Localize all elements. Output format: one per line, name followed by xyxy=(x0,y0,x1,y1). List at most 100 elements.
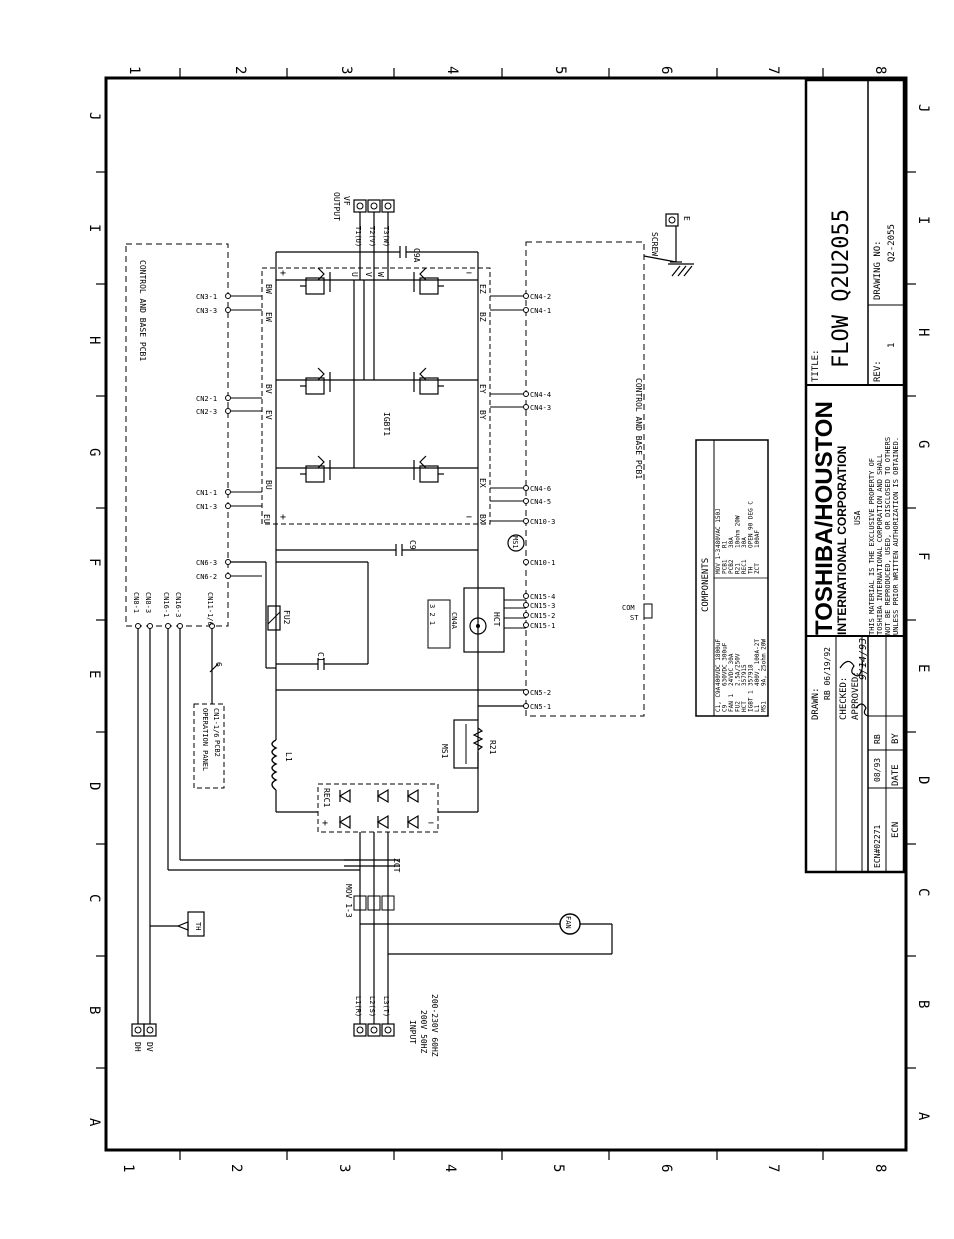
zone-row-left-F: F xyxy=(86,558,102,566)
connector-label-right: CN5-1 xyxy=(530,703,551,711)
title-label: TITLE: xyxy=(811,349,821,382)
connector-pin-left xyxy=(225,503,231,509)
by-header: BY xyxy=(891,733,901,744)
drawing-no-value: Q2-2055 xyxy=(887,224,897,262)
ground-label: E xyxy=(682,216,691,221)
output-sub: VF xyxy=(342,196,351,206)
fuse-fu2-icon xyxy=(267,605,281,631)
component-ref: FAN 1 xyxy=(728,694,735,712)
connector-pin-bottom xyxy=(177,623,183,629)
component-ref: R21 xyxy=(735,563,742,574)
connector-pin-right xyxy=(523,612,529,618)
component-value: 10ohm 20W xyxy=(735,515,742,548)
component-ref: L1 xyxy=(754,704,761,712)
zone-col-top-4: 4 xyxy=(444,66,460,74)
connector-label-left: CN3-3 xyxy=(196,307,217,315)
connector-label-right: CN4-3 xyxy=(530,404,551,412)
notice-line-3: NOT BE REPRODUCED, USED, OR DISCLOSED TO… xyxy=(884,437,892,635)
input-term-l1: L1(R) xyxy=(354,996,362,1017)
component-value: 100AF xyxy=(754,530,761,548)
component-ref: C1, C9A xyxy=(715,686,722,712)
connector-label-right: CN10-1 xyxy=(530,559,555,567)
pin-bz: BZ xyxy=(478,312,487,322)
connector-pin-right xyxy=(523,593,529,599)
connector-pin-left xyxy=(225,573,231,579)
connector-pin-bottom xyxy=(165,623,171,629)
pin-bv: BV xyxy=(264,384,273,394)
company-division: INTERNATIONAL CORPORATION xyxy=(835,446,849,635)
connector-label-right: CN15-3 xyxy=(530,602,555,610)
connector-label-right: CN4-2 xyxy=(530,293,551,301)
date-header: DATE xyxy=(891,764,901,786)
rec-minus: − xyxy=(428,818,434,829)
component-ref: MOV 1-3 xyxy=(715,548,722,574)
components-heading: COMPONENTS xyxy=(701,558,711,612)
ms1-label: MS1 xyxy=(440,744,449,759)
ms1-coil-label: MS1 xyxy=(511,536,519,549)
component-ref: FU2 xyxy=(735,701,742,712)
connector-label-right: CN4-1 xyxy=(530,307,551,315)
connector-label-left: CN3-1 xyxy=(196,293,217,301)
title-block: TOSHIBA/HOUSTON INTERNATIONAL CORPORATIO… xyxy=(804,78,906,874)
checked-label: CHECKED: xyxy=(839,677,849,720)
notice-line-4: UNLESS PRIOR WRITTEN AUTHORIZATION IS OB… xyxy=(892,437,900,635)
zone-row-left-E: E xyxy=(86,670,102,678)
igbt-internal-wiring xyxy=(275,274,479,522)
drawing-no-label: DRAWING NO: xyxy=(873,240,883,300)
st-label: ST xyxy=(630,614,639,622)
input-line2: 200-230V 60HZ xyxy=(430,994,439,1057)
zone-col-bot-1: 1 xyxy=(120,1164,136,1172)
igbt-switch-w-high xyxy=(300,267,331,295)
zone-col-top-6: 6 xyxy=(658,66,674,74)
right-connectors: CN4-2CN4-1CN4-4CN4-3CN4-6CN4-5CN10-3CN10… xyxy=(490,293,555,711)
hct-label: HCT xyxy=(492,612,501,627)
igbt-switch-symbols xyxy=(300,267,444,483)
zone-ticks xyxy=(96,68,916,1160)
component-value: 400V, 100A-2T xyxy=(754,639,761,686)
component-value: 357915 xyxy=(741,664,748,686)
zone-col-top-7: 7 xyxy=(765,66,781,74)
connector-pin-right xyxy=(523,689,529,695)
zone-row-right-G: G xyxy=(915,440,931,448)
igbt-switch-u-high xyxy=(300,455,331,483)
component-ref: TH xyxy=(748,566,755,574)
th-label: TH xyxy=(194,922,202,930)
input-term-l3: L3(T) xyxy=(382,996,390,1017)
ground-screw xyxy=(643,226,694,277)
igbt-module-outline xyxy=(261,267,491,525)
connector-label-right: CN5-2 xyxy=(530,689,551,697)
hct-wiring xyxy=(477,560,526,629)
fuse-fu2-slash xyxy=(267,611,281,625)
rectifier-rec1-outline xyxy=(317,783,439,833)
rectifier-diodes-icon xyxy=(338,788,419,830)
connector-label-bottom: CN8-3 xyxy=(144,592,152,613)
zone-row-right-A: A xyxy=(915,1112,931,1121)
connector-pin-bottom xyxy=(147,623,153,629)
pin-ew: EW xyxy=(264,312,273,322)
component-ref: PCB1 xyxy=(722,559,729,574)
zone-col-bot-4: 4 xyxy=(442,1164,458,1172)
zone-col-top-5: 5 xyxy=(552,66,568,74)
connector-pin-left xyxy=(225,307,231,313)
pin-ex: EX xyxy=(478,478,487,488)
zone-row-left-B: B xyxy=(86,1006,102,1014)
igbt-label: IGBT1 xyxy=(382,412,391,436)
connector-label-bottom: CN11-1/6 xyxy=(206,592,214,626)
connector-label-right: CN15-2 xyxy=(530,612,555,620)
ecn-row-ecn: ECN#02271 xyxy=(873,824,882,868)
connector-label-left: CN6-2 xyxy=(196,573,217,581)
zone-row-right-F: F xyxy=(915,552,931,560)
output-terminals xyxy=(353,199,395,280)
connector-pin-left xyxy=(225,293,231,299)
plus-top-left: + xyxy=(280,268,286,279)
component-ref: REC1 xyxy=(741,559,748,574)
connector-label-left: CN1-3 xyxy=(196,503,217,511)
zone-col-bot-7: 7 xyxy=(765,1164,781,1172)
ecn-row-by: RB xyxy=(873,734,882,744)
component-ref: HCT xyxy=(741,701,748,712)
drawn-label: DRAWN: xyxy=(811,687,821,720)
zct-label: ZCT xyxy=(392,858,401,873)
zone-row-right-D: D xyxy=(915,776,931,784)
